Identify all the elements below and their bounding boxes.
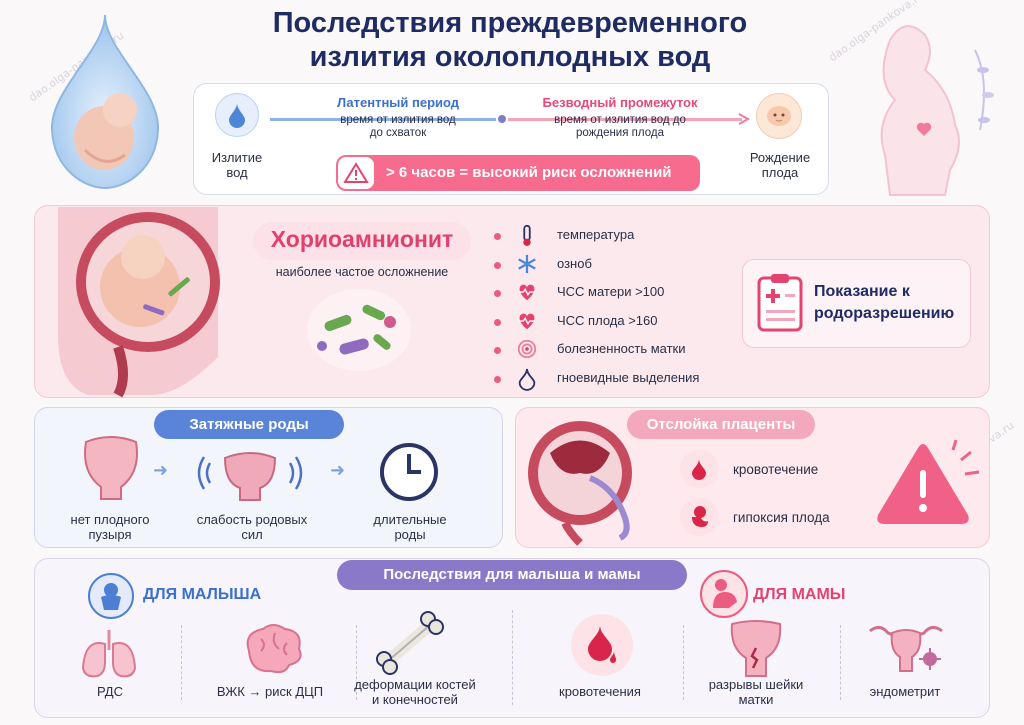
dry-period-desc: время от излития вод до рождения плода [554, 114, 686, 139]
warning-triangle-icon [343, 162, 369, 183]
heartbeat-icon [518, 284, 536, 301]
thermometer-icon [523, 224, 531, 246]
symptom-label: болезненность матки [557, 341, 686, 356]
droplet-icon [518, 368, 536, 391]
bullet-dot [494, 261, 501, 269]
divider [356, 625, 357, 700]
timeline-mid-marker [496, 113, 508, 125]
symptom-label: гноевидные выделения [557, 369, 700, 385]
dry-period-title: Безводный промежуток [542, 95, 698, 110]
divider [683, 625, 684, 700]
step-long-labor-label: длительные роды [373, 512, 447, 542]
chorioamnionitis-title-pill [253, 222, 471, 260]
divider [512, 610, 513, 705]
baby-section-title: ДЛЯ МАЛЫША [143, 586, 262, 603]
bone-icon [376, 611, 444, 675]
symptom-label: температура [557, 227, 635, 242]
latent-period-title: Латентный период [336, 95, 460, 110]
consequences-title: Последствия для малыша и мамы [337, 560, 687, 590]
baby-item-deformation: деформации костей и конечностей [354, 677, 476, 707]
snowflake-icon [518, 254, 536, 273]
blood-drop-icon [692, 459, 706, 480]
amniotic-sac-icon [84, 436, 138, 500]
title-line-1: Последствия преждевременного [272, 7, 748, 39]
symptom-label: ЧСС плода >160 [557, 312, 658, 328]
bullet-dot [494, 375, 501, 383]
uterus-endometritis-icon [869, 626, 943, 672]
blood-drop-icon [588, 625, 616, 663]
title-line-2: излития околоплодных вод [309, 41, 711, 73]
abruption-hypoxia-label: гипоксия плода [733, 510, 830, 525]
bullet-dot [494, 347, 501, 354]
risk-warning-text: > 6 часов = высокий риск осложнений [386, 164, 672, 181]
baby-item-ivh: ВЖК → риск ДЦП [216, 684, 324, 699]
warning-triangle-icon [877, 439, 980, 524]
step-weak-contractions-label: слабость родовых сил [196, 512, 308, 542]
prolonged-labor-title: Затяжные роды [154, 410, 344, 439]
chorioamnionitis-title: Хориоамнионит [270, 226, 454, 252]
risk-warning-banner [336, 155, 700, 191]
clock-icon [380, 443, 438, 501]
bacteria-illustration [317, 304, 396, 355]
fetus-icon [692, 506, 708, 527]
heartbeat-icon [518, 313, 536, 329]
timeline-end-label: Рождение плода [749, 150, 811, 180]
water-drop-fetus-illustration [50, 14, 160, 190]
brain-icon [246, 624, 302, 674]
page-title: Последствия преждевременного излития око… [210, 6, 810, 74]
chorioamnionitis-subtitle: наиболее частое осложнение [275, 265, 449, 279]
swaddled-baby-icon [101, 583, 121, 610]
step-no-sac-label: нет плодного пузыря [70, 512, 150, 542]
droplet-icon [229, 103, 245, 128]
symptom-label: ЧСС матери >100 [557, 284, 665, 299]
bullet-dot [494, 233, 501, 240]
lungs-icon [81, 630, 137, 678]
cervix-tear-icon [730, 620, 782, 677]
placenta-illustration [528, 421, 632, 546]
target-icon [517, 339, 537, 359]
timeline-line-pink [502, 118, 742, 121]
indication-text: Показание к родоразрешению [814, 283, 955, 322]
latent-period-desc: время от излития вод до схваток [340, 114, 456, 139]
mother-item-endometritis: эндометрит [869, 684, 941, 699]
symptom-label: озноб [557, 255, 592, 271]
pregnant-woman-illustration [880, 25, 994, 196]
abruption-bleeding-label: кровотечение [733, 462, 819, 477]
arrow-right-icon: ➜ [330, 460, 346, 480]
bullet-dot [494, 290, 501, 297]
mother-section-title: ДЛЯ МАМЫ [753, 586, 846, 603]
divider [181, 625, 182, 700]
mother-item-bleeding: кровотечения [559, 684, 641, 699]
bacteria-icon [307, 289, 411, 371]
timeline-line-blue [270, 118, 502, 121]
arrow-right-icon [738, 113, 751, 125]
water-drop-icon [215, 93, 259, 137]
mother-item-cervix-tears: разрывы шейки матки [708, 677, 804, 707]
weak-contractions-icon [197, 452, 303, 501]
arrow-right-icon: ➜ [153, 460, 169, 480]
baby-item-rds: РДС [97, 684, 123, 699]
mother-child-icon [713, 579, 737, 608]
timeline-start-label: Излитие вод [211, 150, 263, 180]
abruption-title: Отслойка плаценты [627, 410, 815, 439]
divider [840, 625, 841, 700]
bullet-dot [494, 318, 501, 326]
clipboard-icon [757, 274, 803, 332]
baby-icon [767, 106, 791, 126]
uterus-fetus-illustration [58, 207, 220, 398]
